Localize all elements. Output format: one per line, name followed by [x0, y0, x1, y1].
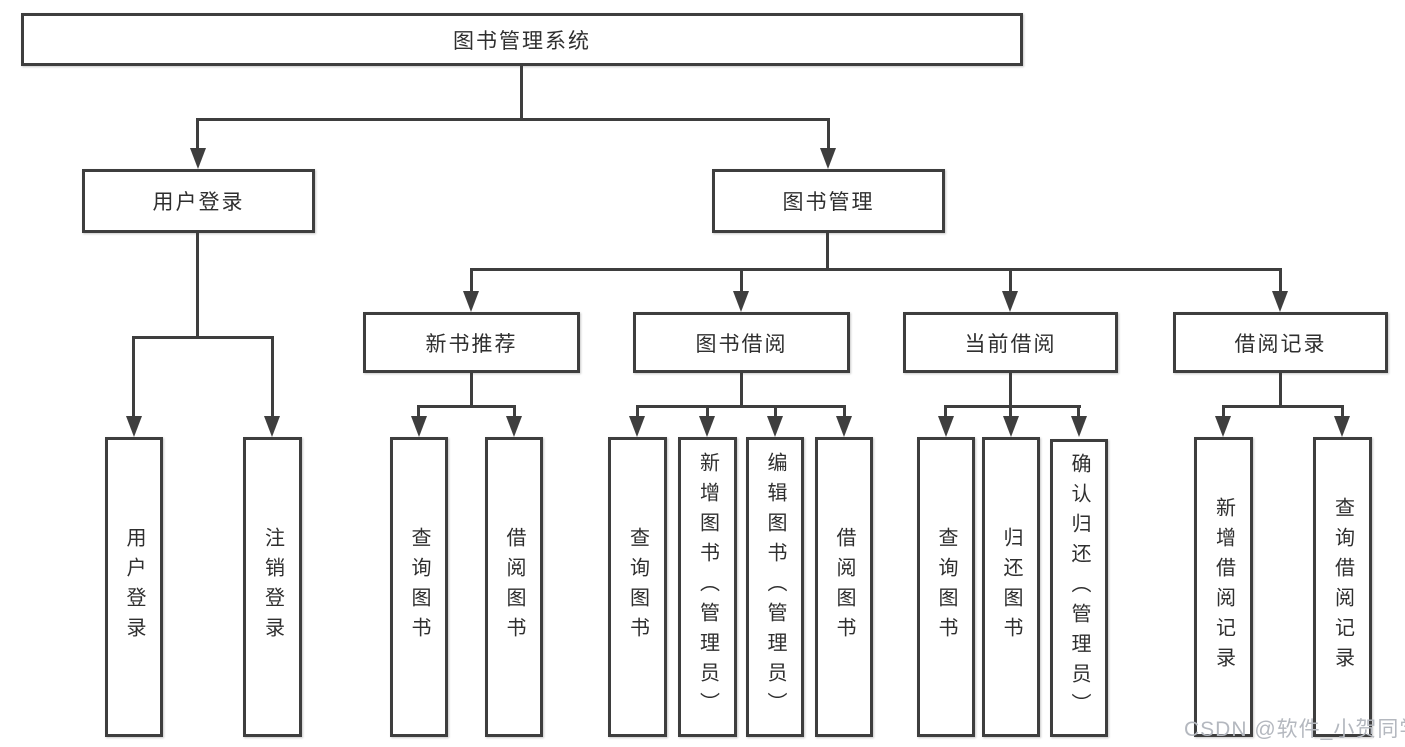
- connector-vline: [1009, 373, 1012, 405]
- leaf-logout: 注销登录: [243, 437, 302, 737]
- arrowhead-down-icon: [463, 291, 479, 312]
- leaf-label: 借阅图书: [503, 527, 525, 647]
- leaf-label: 借阅图书: [833, 527, 855, 647]
- leaf-label: 查询图书: [408, 527, 430, 647]
- connector-vline: [271, 336, 274, 419]
- leaf-newbook-borrow-books: 借阅图书: [485, 437, 543, 737]
- connector-hline: [417, 405, 516, 408]
- connector-vline: [1009, 268, 1012, 294]
- leaf-current-confirm-return-admin: 确认归还（管理员）: [1050, 439, 1108, 737]
- connector-vline: [827, 118, 830, 150]
- leaf-label: 编辑图书（管理员）: [764, 452, 786, 722]
- connector-vline: [1341, 405, 1344, 419]
- arrowhead-down-icon: [1003, 416, 1019, 437]
- arrowhead-down-icon: [411, 416, 427, 437]
- connector-hline: [132, 336, 274, 339]
- arrowhead-down-icon: [699, 416, 715, 437]
- node-book-borrowing: 图书借阅: [633, 312, 850, 373]
- arrowhead-down-icon: [264, 416, 280, 437]
- csdn-watermark: CSDN @软件_小贺同学: [1184, 718, 1405, 741]
- node-library-system: 图书管理系统: [21, 13, 1023, 66]
- connector-vline: [520, 66, 523, 118]
- arrowhead-down-icon: [820, 148, 836, 169]
- leaf-label: 确认归还（管理员）: [1068, 453, 1090, 723]
- connector-vline: [470, 268, 473, 294]
- leaf-borrow-query-books: 查询图书: [608, 437, 667, 737]
- connector-vline: [196, 233, 199, 336]
- leaf-label: 查询借阅记录: [1331, 497, 1354, 677]
- connector-hline: [944, 405, 1081, 408]
- arrowhead-down-icon: [190, 148, 206, 169]
- arrowhead-down-icon: [1071, 416, 1087, 437]
- leaf-label: 查询图书: [935, 527, 957, 647]
- connector-hline: [1222, 405, 1344, 408]
- arrowhead-down-icon: [733, 291, 749, 312]
- leaf-newbook-query-books: 查询图书: [390, 437, 448, 737]
- connector-vline: [1279, 268, 1282, 294]
- connector-vline: [513, 405, 516, 419]
- connector-vline: [1077, 405, 1080, 419]
- connector-vline: [470, 373, 473, 405]
- leaf-user-login: 用户登录: [105, 437, 163, 737]
- connector-vline: [132, 336, 135, 419]
- connector-hline: [196, 118, 830, 121]
- leaf-borrow-add-books-admin: 新增图书（管理员）: [678, 437, 737, 737]
- leaf-borrow-borrow-books: 借阅图书: [815, 437, 873, 737]
- leaf-records-query-borrow-record: 查询借阅记录: [1313, 437, 1372, 737]
- node-current-borrowing: 当前借阅: [903, 312, 1118, 373]
- arrowhead-down-icon: [629, 416, 645, 437]
- connector-vline: [826, 233, 829, 271]
- connector-vline: [944, 405, 947, 419]
- connector-vline: [417, 405, 420, 419]
- leaf-label: 查询图书: [626, 527, 649, 647]
- leaf-records-add-borrow-record: 新增借阅记录: [1194, 437, 1253, 737]
- leaf-label: 归还图书: [1000, 527, 1022, 647]
- leaf-borrow-edit-books-admin: 编辑图书（管理员）: [746, 437, 804, 737]
- arrowhead-down-icon: [506, 416, 522, 437]
- connector-vline: [774, 405, 777, 419]
- connector-vline: [706, 405, 709, 419]
- arrowhead-down-icon: [1272, 291, 1288, 312]
- connector-vline: [636, 405, 639, 419]
- leaf-current-query-books: 查询图书: [917, 437, 975, 737]
- connector-vline: [740, 268, 743, 294]
- arrowhead-down-icon: [1334, 416, 1350, 437]
- arrowhead-down-icon: [938, 416, 954, 437]
- leaf-label: 用户登录: [123, 527, 145, 647]
- connector-vline: [1279, 373, 1282, 405]
- leaf-current-return-books: 归还图书: [982, 437, 1040, 737]
- arrowhead-down-icon: [767, 416, 783, 437]
- connector-vline: [843, 405, 846, 419]
- arrowhead-down-icon: [1002, 291, 1018, 312]
- connector-vline: [196, 118, 199, 150]
- arrowhead-down-icon: [836, 416, 852, 437]
- arrowhead-down-icon: [126, 416, 142, 437]
- node-book-management: 图书管理: [712, 169, 945, 233]
- leaf-label: 新增借阅记录: [1212, 497, 1235, 677]
- node-new-book-recommend: 新书推荐: [363, 312, 580, 373]
- connector-vline: [1222, 405, 1225, 419]
- connector-hline: [470, 268, 1282, 271]
- connector-vline: [1009, 405, 1012, 419]
- leaf-label: 新增图书（管理员）: [696, 452, 719, 722]
- connector-vline: [740, 373, 743, 405]
- node-borrowing-records: 借阅记录: [1173, 312, 1388, 373]
- leaf-label: 注销登录: [261, 527, 284, 647]
- arrowhead-down-icon: [1215, 416, 1231, 437]
- node-user-login: 用户登录: [82, 169, 315, 233]
- connector-hline: [636, 405, 846, 408]
